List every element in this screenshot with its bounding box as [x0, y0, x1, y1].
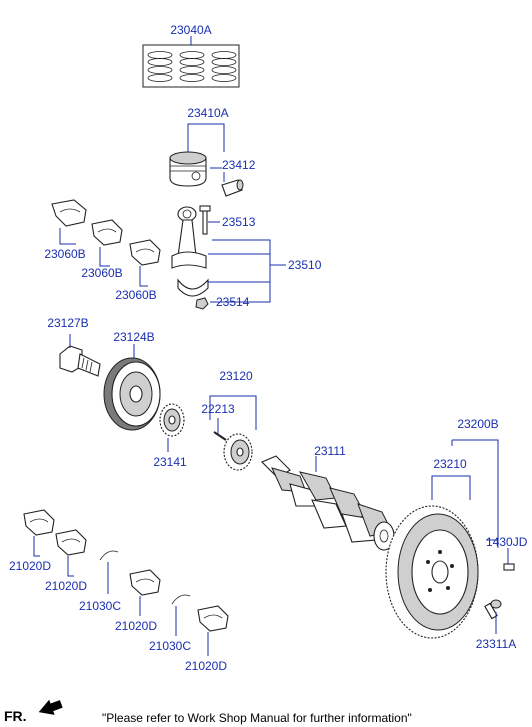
flywheel	[385, 505, 479, 639]
crank-pulley-bolt	[59, 345, 101, 377]
footer-note: "Please refer to Work Shop Manual for fu…	[102, 711, 412, 725]
flywheel-dowel	[503, 563, 515, 571]
piston-ring-set	[142, 44, 240, 88]
main-bearing-1	[23, 509, 55, 536]
label-23060B-2: 23060B	[81, 266, 122, 280]
main-bearing-2	[55, 529, 87, 556]
thrust-washer-2	[171, 594, 191, 605]
label-22213: 22213	[201, 402, 235, 416]
label-23311A: 23311A	[476, 637, 516, 651]
label-23513: 23513	[222, 215, 256, 229]
connecting-rod	[171, 206, 207, 269]
label-23514: 23514	[216, 295, 250, 309]
crank-sprocket	[223, 433, 253, 471]
label-23127B: 23127B	[47, 316, 88, 330]
rod-cap	[177, 278, 209, 297]
label-23200B: 23200B	[457, 417, 498, 431]
label-23410A: 23410A	[187, 106, 228, 120]
label-23060B-1: 23060B	[44, 247, 85, 261]
rod-bolt	[199, 205, 211, 235]
label-23412: 23412	[222, 158, 256, 172]
piston	[169, 151, 207, 187]
label-23210: 23210	[433, 457, 467, 471]
label-21030C-2: 21030C	[149, 639, 191, 653]
label-21020D-1: 21020D	[9, 559, 51, 573]
main-bearing-4	[197, 605, 229, 632]
rod-nut	[195, 297, 209, 310]
label-1430JD: 1430JD	[486, 535, 528, 549]
flywheel-bolt	[484, 599, 502, 620]
arrow-icon	[38, 699, 63, 715]
label-23111: 23111	[314, 444, 346, 458]
label-21020D-2: 21020D	[45, 579, 87, 593]
crankshaft	[261, 455, 395, 551]
label-23040A: 23040A	[170, 23, 211, 37]
label-23120: 23120	[219, 369, 253, 383]
rod-bearing-3	[129, 239, 161, 266]
timing-sprocket	[159, 403, 185, 437]
label-21020D-4: 21020D	[185, 659, 227, 673]
rod-bearing-1	[51, 199, 87, 227]
label-23124B: 23124B	[113, 330, 154, 344]
thrust-washer-1	[99, 550, 119, 561]
direction-label: FR.	[4, 708, 27, 724]
rod-bearing-2	[91, 219, 123, 246]
label-23510: 23510	[288, 258, 322, 272]
woodruff-key	[213, 431, 227, 441]
label-23141: 23141	[153, 455, 187, 469]
label-23060B-3: 23060B	[115, 288, 156, 302]
damper-pulley	[103, 357, 161, 431]
label-21030C-1: 21030C	[79, 599, 121, 613]
label-21020D-3: 21020D	[115, 619, 157, 633]
piston-pin	[221, 179, 244, 197]
main-bearing-3	[129, 569, 161, 596]
